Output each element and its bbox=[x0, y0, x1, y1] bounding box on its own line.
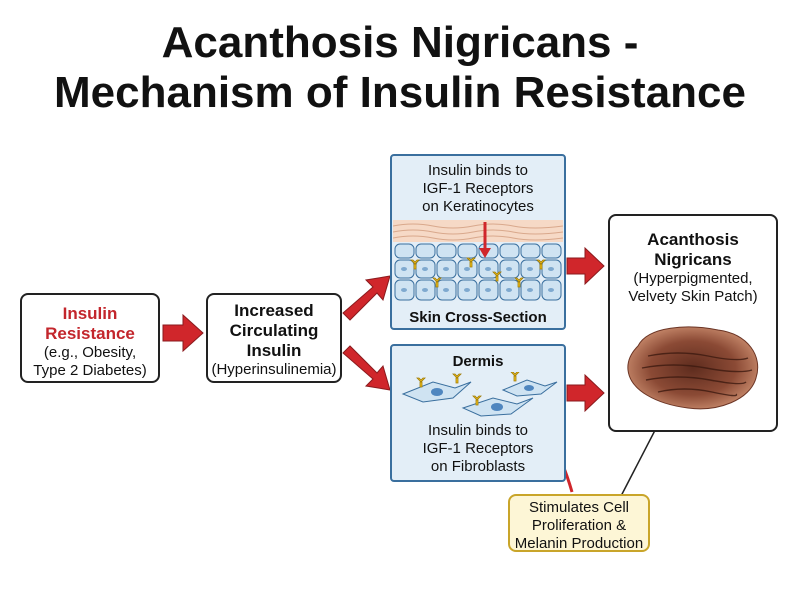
insulin-resistance-heading-2: Resistance bbox=[45, 324, 135, 343]
insulin-resistance-heading-1: Insulin bbox=[62, 304, 118, 323]
increased-insulin-heading-3: Insulin bbox=[246, 341, 302, 360]
acanthosis-heading-1: Acanthosis bbox=[647, 230, 739, 249]
keratinocytes-text-1: Insulin binds to bbox=[427, 162, 529, 179]
increased-insulin-heading-1: Increased bbox=[234, 301, 314, 320]
stimulates-text-1: Stimulates Cell bbox=[528, 499, 630, 516]
fibroblasts-text-2: IGF-1 Receptors bbox=[422, 440, 534, 457]
stimulates-text-2: Proliferation & bbox=[531, 517, 627, 534]
skin-cross-section-caption: Skin Cross-Section bbox=[409, 309, 547, 326]
acanthosis-detail-2: Velvety Skin Patch) bbox=[628, 288, 758, 305]
dermis-heading: Dermis bbox=[452, 353, 504, 370]
arrow-resistance-to-insulin bbox=[162, 313, 204, 353]
acanthosis-nigricans-box: Acanthosis Nigricans (Hyperpigmented, Ve… bbox=[608, 214, 778, 432]
stimulates-box: Stimulates Cell Proliferation & Melanin … bbox=[508, 494, 650, 552]
arrow-insulin-to-fibroblasts bbox=[342, 345, 391, 391]
fibroblasts-panel: Dermis Insulin binds to IGF-1 Receptors … bbox=[390, 344, 566, 482]
acanthosis-heading-2: Nigricans bbox=[654, 250, 732, 269]
fibroblasts-text-3: on Fibroblasts bbox=[430, 458, 526, 475]
increased-insulin-heading-2: Circulating bbox=[229, 321, 319, 340]
arrow-insulin-to-keratinocytes bbox=[342, 275, 391, 321]
keratinocytes-text-2: IGF-1 Receptors bbox=[422, 180, 534, 197]
keratinocytes-panel: Insulin binds to IGF-1 Receptors on Kera… bbox=[390, 154, 566, 330]
acanthosis-detail-1: (Hyperpigmented, bbox=[633, 270, 753, 287]
page-title-line2: Mechanism of Insulin Resistance bbox=[54, 68, 746, 117]
insulin-resistance-detail-2: Type 2 Diabetes) bbox=[33, 362, 147, 379]
insulin-resistance-detail-1: (e.g., Obesity, bbox=[43, 344, 137, 361]
keratinocytes-text-3: on Keratinocytes bbox=[422, 198, 534, 215]
skin-patch-illustration bbox=[627, 326, 759, 410]
arrow-keratinocytes-to-acanthosis bbox=[566, 246, 605, 286]
page-title-line1: Acanthosis Nigricans - bbox=[161, 18, 639, 67]
skin-cross-section-illustration bbox=[393, 220, 563, 301]
arrow-fibroblasts-to-acanthosis bbox=[566, 373, 605, 413]
increased-insulin-detail: (Hyperinsulinemia) bbox=[211, 361, 337, 378]
insulin-resistance-box: Insulin Resistance (e.g., Obesity, Type … bbox=[20, 293, 160, 383]
fibroblasts-text-1: Insulin binds to bbox=[427, 422, 529, 439]
stimulates-text-3: Melanin Production bbox=[514, 535, 644, 552]
increased-insulin-box: Increased Circulating Insulin (Hyperinsu… bbox=[206, 293, 342, 383]
receptor-icons bbox=[410, 257, 546, 288]
fibroblast-illustration bbox=[401, 372, 558, 417]
